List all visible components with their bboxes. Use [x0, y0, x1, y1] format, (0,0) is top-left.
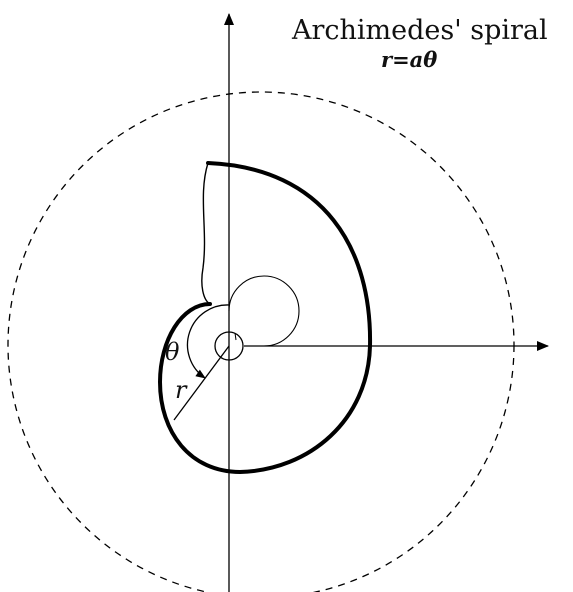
radius-line	[173, 345, 230, 421]
spiral-curve	[157, 161, 373, 475]
angle-label: θ	[165, 338, 180, 366]
radius-label: r	[175, 376, 188, 404]
angle-arrow	[186, 304, 231, 379]
spiral-formula: r=aθ	[381, 47, 437, 72]
origin-circle	[214, 331, 244, 361]
diagram-title: Archimedes' spiral	[291, 15, 548, 46]
inner-angle-arc	[228, 275, 300, 347]
shell-connector	[201, 162, 211, 305]
origin-tick	[234, 332, 237, 341]
outer-dashed-circle	[7, 91, 515, 592]
